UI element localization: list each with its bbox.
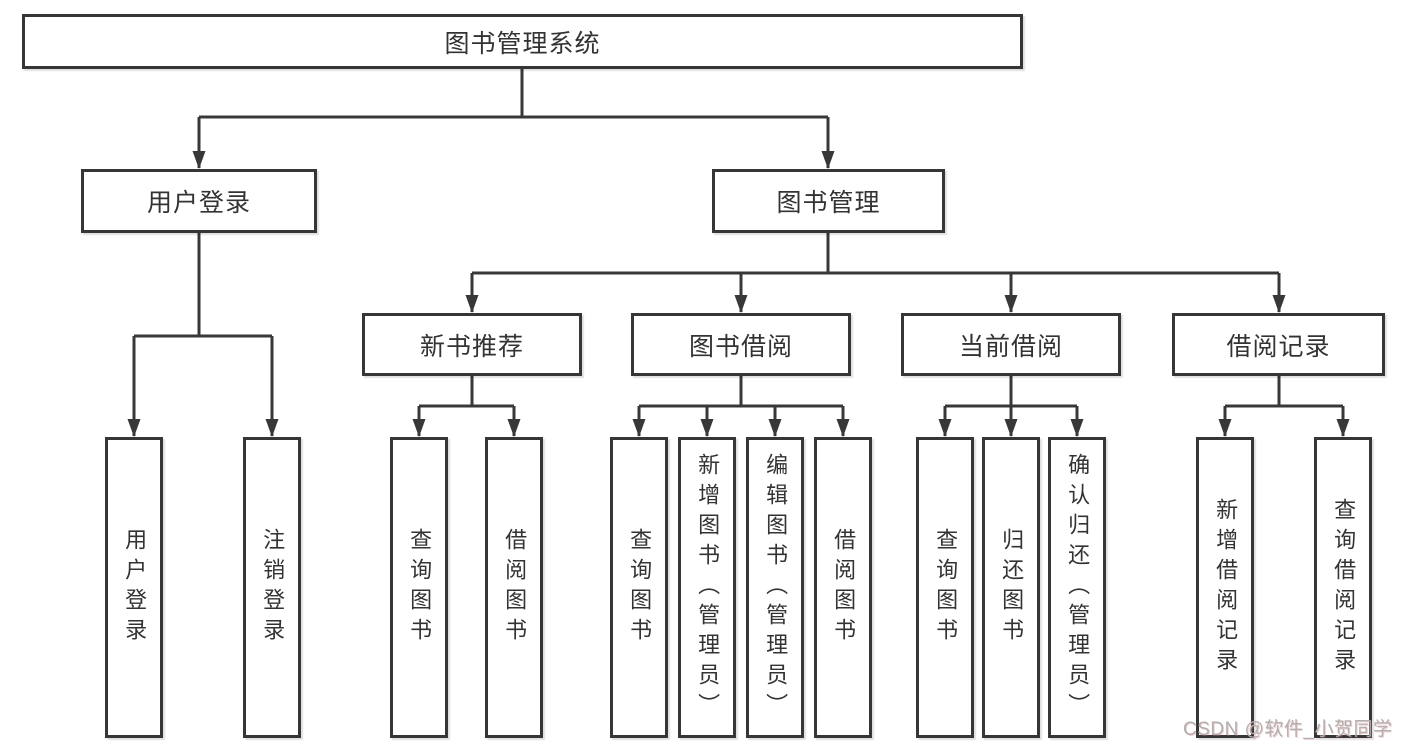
leaf-logout: 注销登录	[243, 437, 301, 738]
connector-current-borrowing-to-leaves	[938, 376, 1084, 437]
node-book-management-label: 图书管理	[776, 189, 881, 217]
connector-root-to-branches	[192, 69, 835, 169]
node-book-borrowing: 图书借阅	[631, 313, 851, 376]
leaf-edit-book-admin: 编辑图书（管理员）	[746, 437, 804, 738]
leaf-add-book-admin-label: 新增图书（管理员）	[695, 452, 721, 723]
node-root: 图书管理系统	[22, 14, 1023, 69]
leaf-confirm-return-admin-label: 确认归还（管理员）	[1065, 452, 1091, 723]
connector-user-login-to-leaves	[127, 233, 279, 437]
leaf-edit-book-admin-label: 编辑图书（管理员）	[763, 452, 789, 723]
leaf-add-borrow-record: 新增借阅记录	[1196, 437, 1254, 738]
node-user-login-branch-label: 用户登录	[146, 189, 251, 217]
leaf-borrowing-query-books: 查询图书	[610, 437, 668, 738]
leaf-borrowing-query-books-label: 查询图书	[627, 527, 653, 648]
node-new-book-recommendation: 新书推荐	[362, 313, 582, 376]
leaf-newbook-borrow-books: 借阅图书	[485, 437, 543, 738]
connector-new-book-recommendation-to-leaves	[412, 376, 521, 437]
csdn-watermark: CSDN @软件_小贺同学	[1183, 719, 1393, 740]
leaf-borrowing-borrow-books: 借阅图书	[814, 437, 872, 738]
leaf-query-borrow-record: 查询借阅记录	[1314, 437, 1372, 738]
node-user-login-branch: 用户登录	[81, 169, 317, 233]
leaf-newbook-borrow-books-label: 借阅图书	[502, 527, 528, 648]
leaf-return-book-label: 归还图书	[999, 527, 1025, 648]
leaf-newbook-query-books-label: 查询图书	[407, 527, 433, 648]
node-borrowing-records-label: 借阅记录	[1226, 332, 1331, 361]
leaf-logout-label: 注销登录	[260, 527, 286, 648]
node-current-borrowing-label: 当前借阅	[958, 332, 1063, 361]
leaf-current-query-books: 查询图书	[916, 437, 974, 738]
connector-book-borrowing-to-leaves	[632, 376, 850, 437]
node-book-management: 图书管理	[712, 169, 945, 233]
leaf-newbook-query-books: 查询图书	[390, 437, 448, 738]
leaf-add-book-admin: 新增图书（管理员）	[678, 437, 736, 738]
node-new-book-recommendation-label: 新书推荐	[419, 332, 524, 361]
leaf-current-query-books-label: 查询图书	[933, 527, 959, 648]
leaf-return-book: 归还图书	[982, 437, 1040, 738]
leaf-add-borrow-record-label: 新增借阅记录	[1213, 497, 1239, 678]
leaf-confirm-return-admin: 确认归还（管理员）	[1048, 437, 1106, 738]
leaf-borrowing-borrow-books-label: 借阅图书	[831, 527, 857, 648]
leaf-user-login-label: 用户登录	[122, 527, 148, 648]
node-borrowing-records: 借阅记录	[1172, 313, 1385, 376]
node-root-label: 图书管理系统	[444, 29, 601, 58]
node-current-borrowing: 当前借阅	[901, 313, 1121, 376]
node-book-borrowing-label: 图书借阅	[688, 332, 793, 361]
leaf-user-login: 用户登录	[105, 437, 163, 738]
connector-borrowing-records-to-leaves	[1218, 376, 1350, 437]
leaf-query-borrow-record-label: 查询借阅记录	[1331, 497, 1357, 678]
connector-book-management-to-sections	[465, 233, 1286, 313]
